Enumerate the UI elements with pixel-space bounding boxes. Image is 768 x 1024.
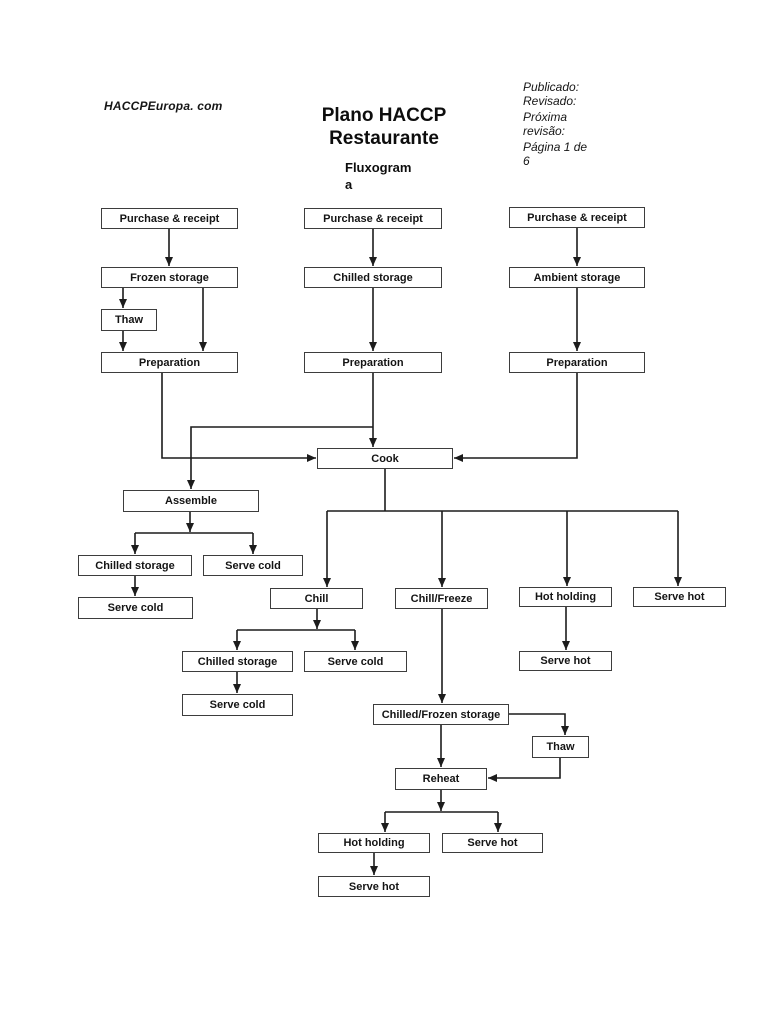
flow-line: [488, 758, 561, 779]
node-thaw-2: Thaw: [532, 736, 589, 758]
node-chilled-storage-2: Chilled storage: [78, 555, 192, 576]
revision-meta: Publicado: Revisado: Próxima revisão: Pá…: [523, 80, 619, 168]
arrowhead-icon: [454, 454, 463, 462]
page-subtitle-line2: a: [345, 177, 353, 192]
arrowhead-icon: [438, 578, 446, 587]
flow-line: [161, 373, 316, 459]
page-title: Plano HACCP Restaurante: [254, 104, 514, 150]
arrowhead-icon: [249, 545, 257, 554]
arrowhead-icon: [119, 299, 127, 308]
node-hot-holding-2: Hot holding: [318, 833, 430, 853]
arrowhead-icon: [233, 641, 241, 650]
node-chilled-storage-3: Chilled storage: [182, 651, 293, 672]
node-serve-hot-3: Serve hot: [442, 833, 543, 853]
flow-line: [509, 713, 566, 735]
page-subtitle-line1: Fluxogram: [345, 160, 412, 175]
arrowhead-icon: [369, 257, 377, 266]
meta-page-number-line1: Página 1 de: [523, 140, 588, 154]
node-serve-hot-1: Serve hot: [633, 587, 726, 607]
node-serve-hot-4: Serve hot: [318, 876, 430, 897]
arrowhead-icon: [187, 480, 195, 489]
arrowhead-icon: [563, 577, 571, 586]
node-serve-cold-1: Serve cold: [203, 555, 303, 576]
arrowhead-icon: [165, 257, 173, 266]
arrowhead-icon: [351, 641, 359, 650]
arrowhead-icon: [438, 694, 446, 703]
node-ambient-storage: Ambient storage: [509, 267, 645, 288]
node-assemble: Assemble: [123, 490, 259, 512]
arrowhead-icon: [562, 641, 570, 650]
page-title-line1: Plano HACCP: [321, 105, 447, 126]
arrowhead-icon: [369, 438, 377, 447]
node-purchase-receipt-2: Purchase & receipt: [304, 208, 442, 229]
arrowhead-icon: [307, 454, 316, 462]
arrowhead-icon: [573, 257, 581, 266]
node-preparation-1: Preparation: [101, 352, 238, 373]
node-frozen-storage: Frozen storage: [101, 267, 238, 288]
arrowhead-icon: [561, 726, 569, 735]
node-serve-hot-2: Serve hot: [519, 651, 612, 671]
arrowhead-icon: [494, 823, 502, 832]
node-chill: Chill: [270, 588, 363, 609]
meta-page-number-line2: 6: [523, 153, 530, 168]
node-thaw-1: Thaw: [101, 309, 157, 331]
node-serve-cold-2: Serve cold: [78, 597, 193, 619]
arrowhead-icon: [369, 342, 377, 351]
arrowhead-icon: [131, 587, 139, 596]
site-name: HACCPEuropa. com: [104, 99, 223, 113]
arrowhead-icon: [199, 342, 207, 351]
node-hot-holding-1: Hot holding: [519, 587, 612, 607]
node-chilled-frozen-storage: Chilled/Frozen storage: [373, 704, 509, 725]
node-preparation-3: Preparation: [509, 352, 645, 373]
node-cook: Cook: [317, 448, 453, 469]
arrowhead-icon: [437, 802, 445, 811]
arrowhead-icon: [437, 758, 445, 767]
arrowhead-icon: [131, 545, 139, 554]
arrowhead-icon: [488, 774, 497, 782]
arrowhead-icon: [313, 620, 321, 629]
node-serve-cold-4: Serve cold: [182, 694, 293, 716]
meta-next-revision-line2: revisão:: [523, 123, 566, 138]
node-purchase-receipt-3: Purchase & receipt: [509, 207, 645, 228]
arrowhead-icon: [573, 342, 581, 351]
arrowhead-icon: [186, 523, 194, 532]
meta-revised: Revisado:: [523, 93, 577, 108]
arrowhead-icon: [674, 577, 682, 586]
flow-line: [190, 426, 373, 489]
meta-next-revision-line1: Próxima: [523, 110, 568, 124]
arrowhead-icon: [381, 823, 389, 832]
page-subtitle: Fluxogram a: [345, 159, 411, 193]
node-chilled-storage-1: Chilled storage: [304, 267, 442, 288]
arrowhead-icon: [323, 578, 331, 587]
page-title-line2: Restaurante: [329, 128, 439, 149]
meta-published: Publicado:: [523, 80, 580, 94]
arrowhead-icon: [370, 866, 378, 875]
arrowhead-icon: [233, 684, 241, 693]
flow-line: [454, 373, 578, 459]
node-preparation-2: Preparation: [304, 352, 442, 373]
arrowhead-icon: [119, 342, 127, 351]
node-serve-cold-3: Serve cold: [304, 651, 407, 672]
node-purchase-receipt-1: Purchase & receipt: [101, 208, 238, 229]
node-reheat: Reheat: [395, 768, 487, 790]
node-chill-freeze: Chill/Freeze: [395, 588, 488, 609]
